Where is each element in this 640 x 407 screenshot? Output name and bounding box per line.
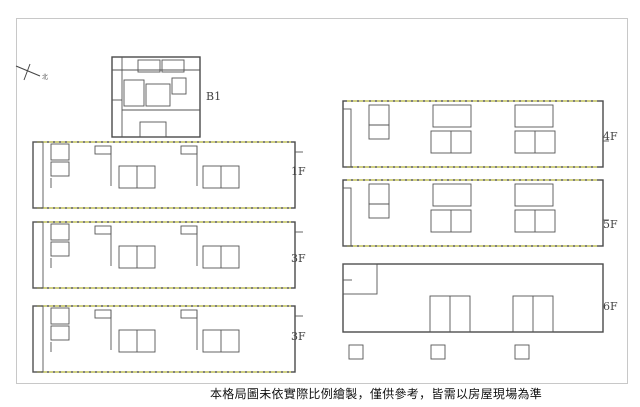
- floor-label-b1: B1: [206, 90, 221, 103]
- floor-label-2f: 3F: [291, 252, 306, 265]
- floor-label-5f: 5F: [603, 218, 618, 231]
- compass-label: 北: [42, 73, 48, 81]
- disclaimer-caption: 本格局圖未依實際比例繪製，僅供參考，皆需以房屋現場為準: [210, 387, 543, 401]
- floor-label-3f: 3F: [291, 330, 306, 343]
- floor-plan-b1: [111, 56, 201, 138]
- floor-plan-5f: [342, 179, 609, 247]
- floor-label-4f: 4F: [603, 130, 618, 143]
- floor-plan-1f: [32, 141, 303, 209]
- floor-label-6f: 6F: [603, 300, 618, 313]
- floor-plan-6f: [342, 263, 604, 333]
- floor-label-1f: 1F: [291, 165, 306, 178]
- floor-plan-4f: [342, 100, 609, 168]
- rooftop-structures: [348, 344, 530, 360]
- drawing-area: [16, 18, 628, 384]
- compass-arrow-icon: [15, 63, 41, 81]
- floor-plan-3f: [32, 305, 303, 373]
- floor-plan-2f: [32, 221, 303, 289]
